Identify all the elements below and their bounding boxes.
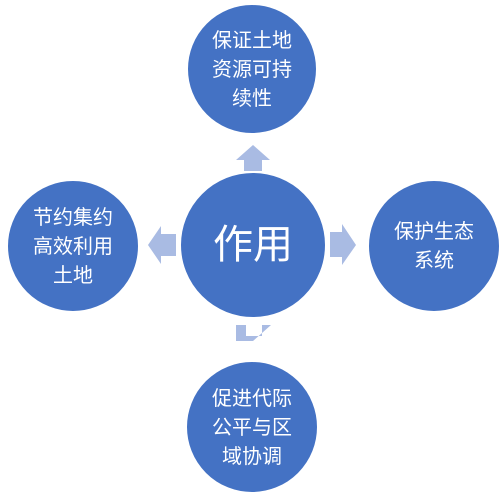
node-left: 节约集约 高效利用 土地 — [7, 180, 139, 312]
node-center: 作用 — [180, 172, 326, 318]
arrow-left — [148, 226, 176, 264]
node-top-circle — [186, 3, 318, 135]
node-left-circle — [6, 179, 140, 313]
node-bottom-label: 促进代际 公平与区 域协调 — [212, 385, 292, 468]
arrow-right — [330, 224, 356, 265]
node-bottom: 促进代际 公平与区 域协调 — [186, 361, 318, 493]
node-center-circle — [179, 171, 327, 319]
node-left-label: 节约集约 高效利用 土地 — [33, 204, 113, 287]
node-right-label: 保护生态 系统 — [394, 219, 474, 272]
arrow-down — [236, 325, 271, 341]
node-top-label: 保证土地 资源可持 续性 — [212, 27, 292, 110]
arrow-up — [236, 145, 270, 171]
node-top: 保证土地 资源可持 续性 — [187, 4, 317, 134]
node-right-circle — [367, 179, 501, 313]
node-bottom-circle — [185, 360, 319, 494]
node-right: 保护生态 系统 — [368, 180, 500, 312]
node-center-label: 作用 — [213, 222, 293, 268]
